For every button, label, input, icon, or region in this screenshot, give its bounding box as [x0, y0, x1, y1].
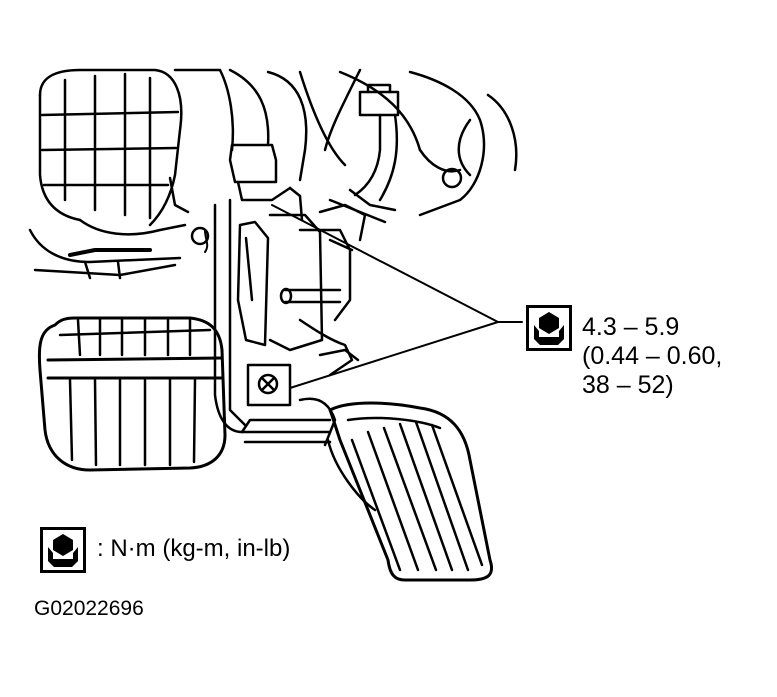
units-legend-text: : N·m (kg-m, in-lb) — [97, 535, 291, 562]
torque-value-line-2: (0.44 – 0.60, — [582, 342, 723, 370]
torque-value-line-3: 38 – 52) — [582, 371, 674, 399]
torque-value-line-1: 4.3 – 5.9 — [582, 313, 680, 341]
figure-id: G02022696 — [34, 597, 144, 620]
torque-wrench-icon — [526, 305, 572, 351]
leader-lines — [271, 204, 523, 389]
steering-column-housing — [28, 68, 190, 280]
pedal-bracket — [190, 143, 367, 444]
brake-pedal-pad — [37, 316, 227, 472]
legend-torque-icon — [40, 527, 86, 573]
accelerator-pedal — [298, 397, 494, 582]
dash-structure — [173, 68, 518, 224]
